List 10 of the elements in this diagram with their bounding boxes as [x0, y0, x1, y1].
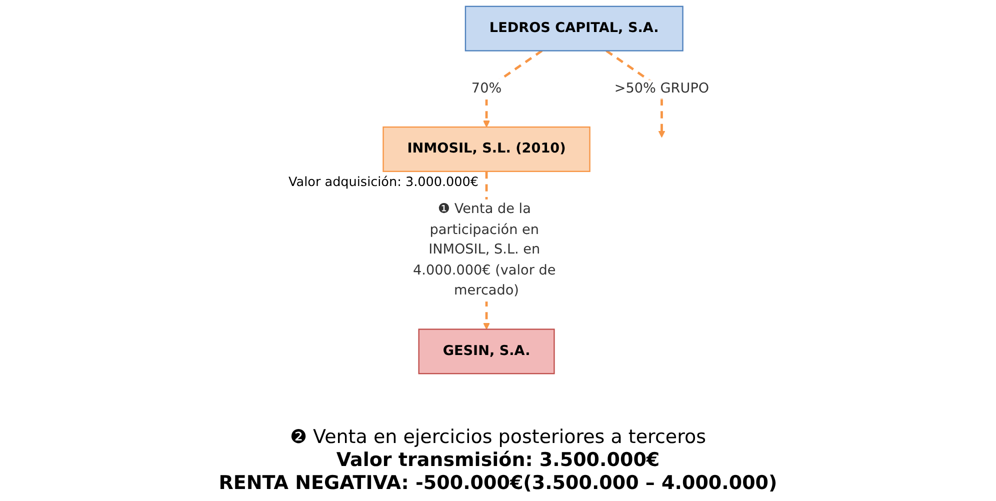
node-box: INMOSIL, S.L. (2010) — [382, 126, 590, 172]
node-box: LEDROS CAPITAL, S.A. — [464, 6, 684, 52]
note-text: Valor transmisión: 3.500.000€ — [335, 449, 661, 471]
node-caption: Valor adquisición: 3.000.000€ — [288, 174, 479, 190]
edge-label: ❶ Venta de la participación en INMOSIL, S.L. en 4.000.000€ (valor de mercado) — [412, 200, 556, 298]
note-text: RENTA NEGATIVA: -500.000€(3.500.000 – 4.000.000) — [218, 472, 778, 494]
node-box: GESIN, S.A. — [418, 328, 555, 374]
edge-label: >50% GRUPO — [614, 80, 710, 96]
edge-label: 70% — [471, 80, 502, 96]
step-note: ❷ Venta en ejercicios posteriores a terceros — [288, 426, 708, 448]
